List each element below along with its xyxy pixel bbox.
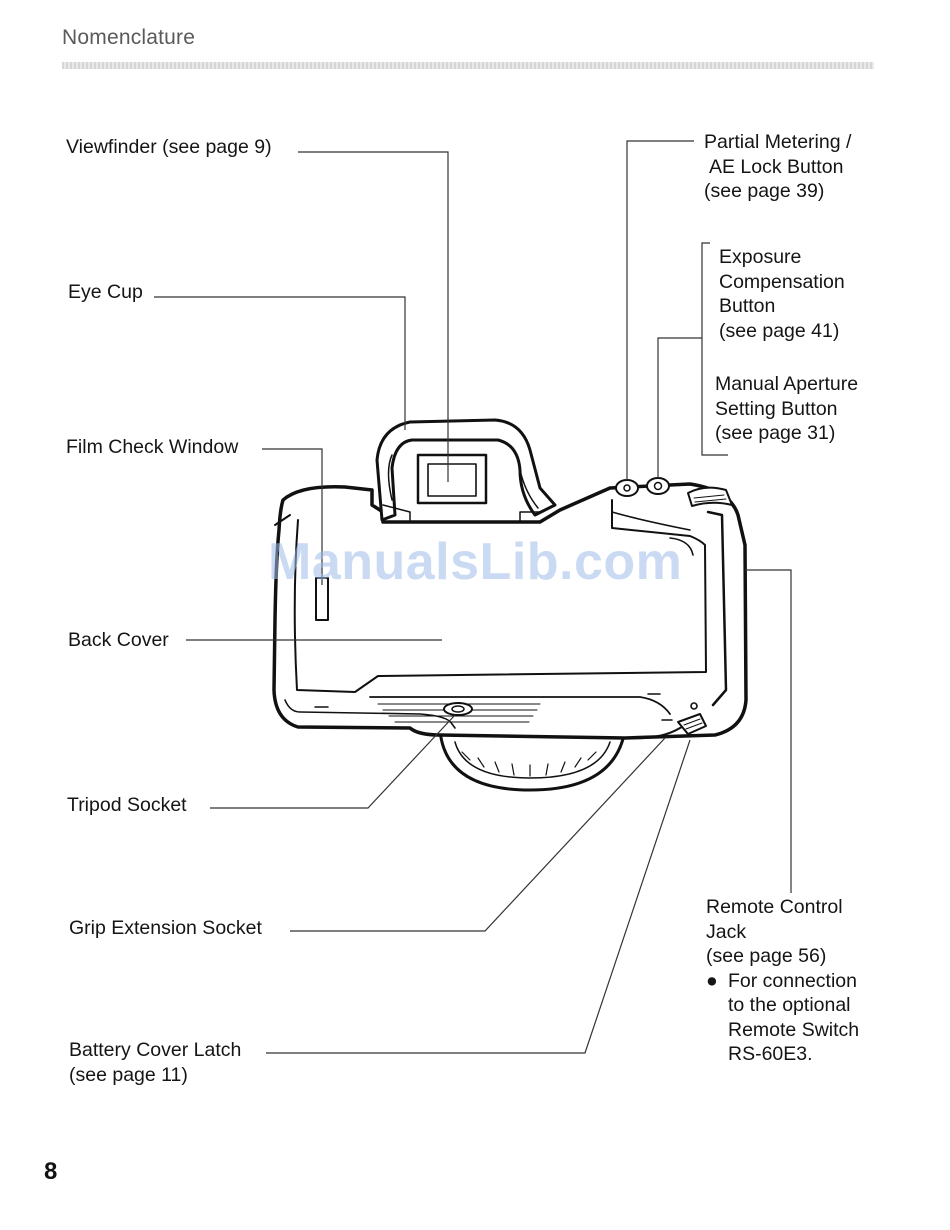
label-grip-extension-socket: Grip Extension Socket bbox=[69, 917, 262, 939]
section-title: Nomenclature bbox=[62, 26, 196, 49]
label-line: AE Lock Button bbox=[709, 155, 844, 178]
label-manual-aperture: Manual Aperture Setting Button (see page… bbox=[715, 372, 858, 446]
header-rule bbox=[62, 62, 874, 69]
label-line: Remote Switch bbox=[728, 1018, 860, 1041]
label-line: (see page 56) bbox=[706, 945, 827, 967]
label-eye-cup: Eye Cup bbox=[68, 281, 143, 303]
label-tripod-socket: Tripod Socket bbox=[67, 794, 187, 816]
label-line: Jack bbox=[706, 920, 747, 943]
label-line: Remote Control bbox=[706, 896, 843, 918]
label-line: RS-60E3. bbox=[728, 1043, 813, 1065]
bullet-icon: ● bbox=[706, 969, 718, 992]
watermark: ManualsLib.com bbox=[268, 533, 683, 591]
label-line: For connection bbox=[728, 969, 857, 992]
label-line: Exposure bbox=[719, 246, 802, 268]
label-line: Battery Cover Latch bbox=[69, 1039, 242, 1061]
label-line: Manual Aperture bbox=[715, 373, 859, 395]
remote-note: ● For connection to the optional Remote … bbox=[706, 969, 859, 1067]
label-line: Partial Metering / bbox=[704, 131, 852, 153]
label-battery-cover-latch: Battery Cover Latch (see page 11) bbox=[69, 1038, 241, 1087]
label-line: to the optional bbox=[728, 994, 851, 1016]
label-line: (see page 39) bbox=[704, 180, 825, 202]
page-number: 8 bbox=[44, 1158, 58, 1185]
label-viewfinder: Viewfinder (see page 9) bbox=[66, 136, 272, 158]
label-back-cover: Back Cover bbox=[68, 629, 169, 651]
label-remote-control-jack: Remote Control Jack (see page 56) ● For … bbox=[706, 895, 859, 1067]
label-film-check-window: Film Check Window bbox=[66, 436, 239, 458]
label-line: Compensation bbox=[719, 270, 845, 293]
label-line: (see page 31) bbox=[715, 422, 836, 444]
remote-note-text: For connection to the optional Remote Sw… bbox=[728, 969, 859, 1067]
label-partial-metering: Partial Metering / AE Lock Button (see p… bbox=[704, 130, 851, 204]
label-line: (see page 11) bbox=[69, 1063, 188, 1086]
label-line: (see page 41) bbox=[719, 319, 840, 342]
label-line: Button bbox=[719, 295, 776, 317]
label-exposure-compensation: Exposure Compensation Button (see page 4… bbox=[719, 245, 845, 343]
label-line: Setting Button bbox=[715, 397, 838, 420]
